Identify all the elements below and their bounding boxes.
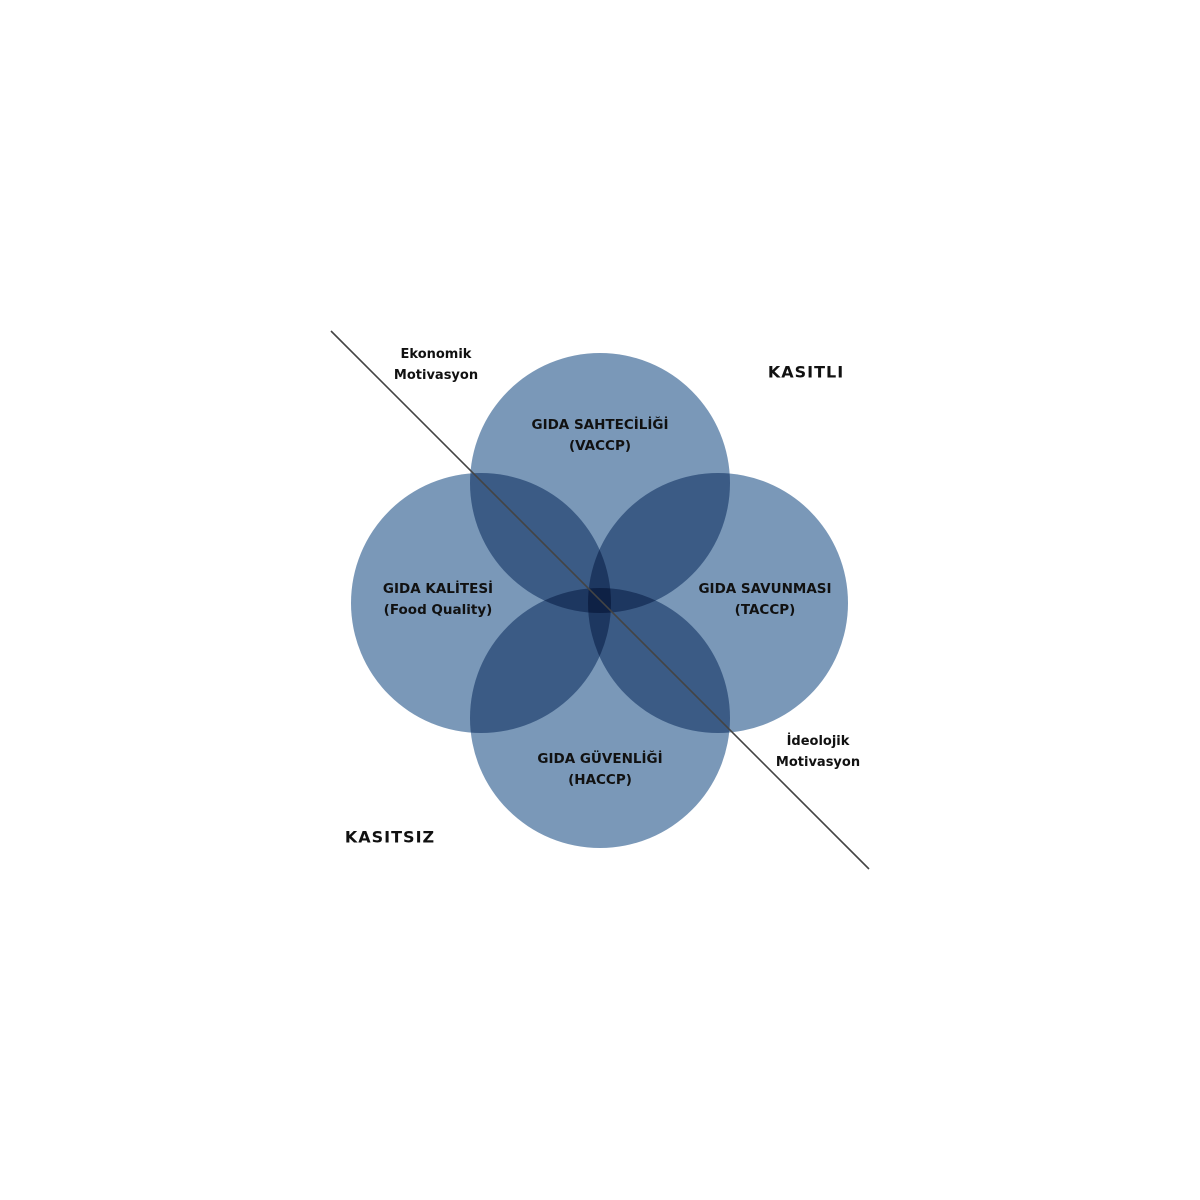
motivation-divider-line (330, 330, 870, 870)
haccp-title: GIDA GÜVENLİĞİ (537, 751, 663, 767)
food-quality-title: GIDA KALİTESİ (382, 581, 494, 597)
region-intentional: KASITLI (767, 362, 845, 382)
haccp-subtitle: (HACCP) (568, 772, 632, 788)
food-quality-subtitle: (Food Quality) (383, 602, 493, 618)
label-ideological-motivation: İdeolojik Motivasyon (776, 731, 860, 773)
label-haccp: GIDA GÜVENLİĞİ (HACCP) (537, 749, 662, 791)
region-unintentional: KASITSIZ (344, 827, 436, 847)
vaccp-title: GIDA SAHTECİLİĞİ (531, 417, 669, 433)
economic-line2: Motivasyon (393, 368, 479, 383)
label-economic-motivation: Ekonomik Motivasyon (394, 344, 478, 386)
ideological-line2: Motivasyon (775, 755, 861, 770)
label-food-quality: GIDA KALİTESİ (Food Quality) (383, 579, 493, 621)
taccp-title: GIDA SAVUNMASI (698, 581, 832, 597)
economic-line1: Ekonomik (400, 347, 472, 362)
vaccp-subtitle: (VACCP) (568, 438, 632, 454)
circle-haccp (470, 588, 730, 848)
taccp-subtitle: (TACCP) (734, 602, 796, 618)
label-taccp: GIDA SAVUNMASI (TACCP) (698, 579, 831, 621)
label-vaccp: GIDA SAHTECİLİĞİ (VACCP) (531, 415, 668, 457)
ideological-line1: İdeolojik (786, 734, 850, 749)
